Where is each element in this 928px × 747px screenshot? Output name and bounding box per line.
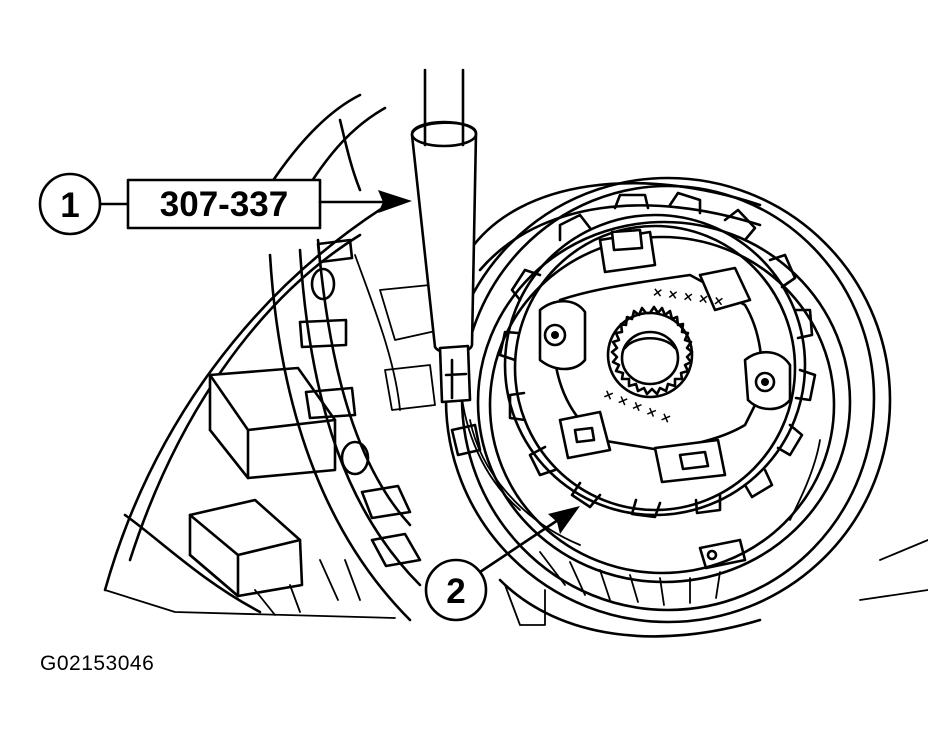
callout-1-number: 1 <box>60 186 79 225</box>
special-tool-307-337 <box>410 68 478 404</box>
tool-number-box <box>126 178 322 230</box>
callout-2: 2 <box>424 506 580 622</box>
callout-1: 1 307-337 <box>38 172 412 236</box>
callout-2-number: 2 <box>446 572 465 611</box>
callout-1-arrowhead <box>378 190 412 213</box>
planetary-carrier: × × × × × × × × × × <box>450 191 817 546</box>
figure-id: G02153046 <box>40 652 155 675</box>
transmission-case <box>103 93 397 619</box>
pump-housing <box>268 238 441 622</box>
callout-2-arrowhead <box>548 506 580 534</box>
tool-number-label: 307-337 <box>160 185 288 224</box>
